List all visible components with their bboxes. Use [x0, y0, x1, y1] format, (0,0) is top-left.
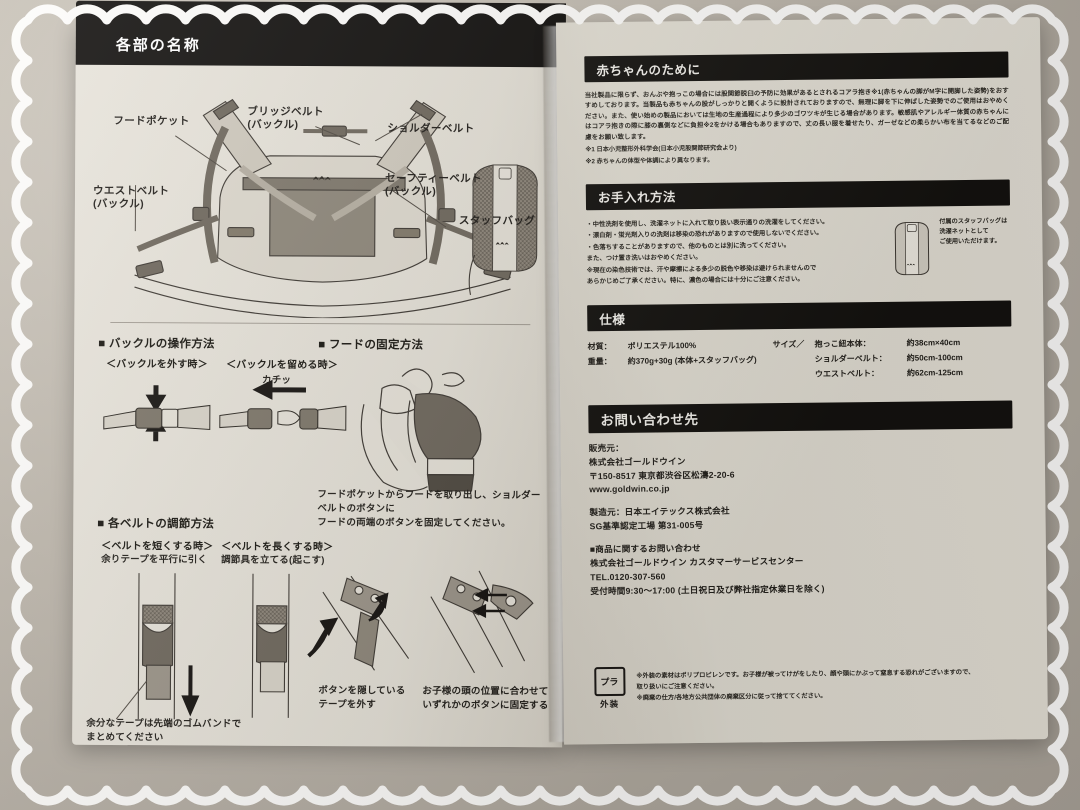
spec-size-name-2: ウエストベルト： — [814, 368, 879, 379]
care-section-title: お手入れ方法 — [597, 190, 676, 206]
belt-lengthen-subheading: ＜ベルトを長くする時＞ — [221, 541, 334, 554]
label-hood-pocket: フードポケット — [113, 114, 190, 128]
spec-weight-key: 重量： — [587, 357, 612, 367]
spec-size-name-0: 抱っこ紐本体： — [814, 339, 871, 349]
button-tape-caption: ボタンを隠している テープを外す — [318, 685, 406, 711]
spec-material-key: 材質： — [587, 342, 612, 352]
care-section-header: お手入れ方法 — [585, 179, 1011, 211]
package-section: プラ 外装 ※外装の素材はポリプロピレンです。お子様が被ってけがをしたり、顔や頭… — [591, 662, 1015, 710]
label-safety-belt: セーフティーベルト (バックル) — [384, 172, 482, 198]
spec-size-name-1: ショルダーベルト： — [814, 353, 887, 364]
hood-section-heading: フードの固定方法 — [318, 336, 423, 353]
label-waist-belt: ウエストベルト (バックル) — [92, 184, 170, 211]
left-page: 各部の名称 — [72, 0, 567, 748]
spec-size-value-0: 約38cm×40cm — [906, 338, 961, 348]
spec-size-key: サイズ／ — [772, 340, 805, 350]
carrier-diagram: フードポケット ブリッジベルト (バックル) ショルダーベルト ウエストベルト … — [74, 67, 565, 320]
spec-table: 材質： ポリエステル100% 重量： 約370g+30g (本体+スタッフバッグ… — [588, 336, 1012, 385]
spec-section-title: 仕様 — [599, 312, 626, 327]
care-bag-caption: 付属のスタッフバッグは 洗濯ネットとして ご使用いただけます。 — [939, 217, 1008, 246]
left-page-header-bar: 各部の名称 — [75, 0, 567, 68]
belt-section-heading: 各ベルトの調節方法 — [97, 515, 214, 532]
spec-section-header: 仕様 — [587, 300, 1012, 332]
spec-material-value: ポリエステル100% — [627, 341, 697, 352]
baby-section-text: 当社製品に限らず、おんぶや抱っこの場合には股関節脱臼の予防に効果があるとされるコ… — [584, 87, 1010, 141]
spec-size-value-1: 約50cm-100cm — [906, 353, 963, 363]
contact-details: 販売元： 株式会社ゴールドウイン 〒150-8517 東京都渋谷区松濤2-20-… — [589, 437, 1015, 599]
baby-note-2: ※2 赤ちゃんの体型や体調により異なります。 — [585, 157, 714, 166]
baby-section-body: 当社製品に限らず、おんぶや抱っこの場合には股関節脱臼の予防に効果があるとされるコ… — [585, 86, 1010, 143]
left-page-title: 各部の名称 — [115, 36, 201, 55]
care-item-3: ・色落ちすることがありますので、他のものとは別に洗ってください。 また、つけ置き… — [586, 241, 791, 263]
buckle-release-illustration — [103, 385, 211, 442]
label-shoulder-belt: ショルダーベルト — [387, 122, 475, 135]
button-position-illustration — [430, 570, 534, 674]
hood-illustration — [360, 368, 482, 492]
recycle-mark: プラ 外装 — [591, 666, 627, 710]
package-mark-label: 外装 — [600, 698, 620, 710]
belt-bottom-caption: 余分なテープは先端のゴムバンドで まとめてください — [86, 717, 242, 744]
button-tape-illustration — [322, 575, 410, 671]
stuff-bag-small-illustration — [894, 221, 930, 276]
belt-shorten-text: 余りテープを平行に引く — [101, 553, 208, 566]
button-position-caption: お子様の頭の位置に合わせて いずれかのボタンに固定する — [422, 685, 549, 712]
contact-section-header: お問い合わせ先 — [588, 400, 1013, 433]
label-bridge-belt: ブリッジベルト (バックル) — [247, 105, 324, 132]
label-stuff-bag: スタッフバッグ — [458, 214, 536, 228]
care-item-4: ※現在の染色技術では、汗や摩擦による多少の脱色や移染は避けられませんので あらか… — [586, 264, 817, 286]
belt-lengthen-text: 調節具を立てる(起こす) — [221, 554, 325, 567]
baby-section-header: 赤ちゃんのために — [584, 51, 1009, 83]
plastic-recycle-icon: プラ — [593, 666, 626, 697]
spec-weight-value: 約370g+30g (本体+スタッフバッグ) — [627, 355, 757, 366]
plastic-mark-glyph: プラ — [600, 676, 619, 688]
right-page: 赤ちゃんのために 当社製品に限らず、おんぶや抱っこの場合には股関節脱臼の予防に効… — [555, 17, 1049, 745]
contact-section-title: お問い合わせ先 — [600, 411, 699, 428]
booklet-spread: 各部の名称 — [57, 0, 1053, 749]
care-instructions-list: ・中性洗剤を使用し、洗濯ネットに入れて取り扱い表示通りの洗濯をしてください。 ・… — [586, 216, 881, 288]
belt-shorten-subheading: ＜ベルトを短くする時＞ — [101, 540, 214, 553]
package-notes: ※外装の素材はポリプロピレンです。お子様が被ってけがをしたり、顔や頭にかぶって窒… — [636, 668, 975, 702]
hood-caption: フードポケットからフードを取り出し、ショルダーベルトのボタンに フードの両端のボ… — [317, 489, 541, 529]
buckle-section-heading: バックルの操作方法 — [98, 335, 215, 352]
section-divider — [110, 321, 531, 326]
baby-section-title: 赤ちゃんのために — [596, 62, 701, 78]
spec-size-value-2: 約62cm-125cm — [906, 367, 964, 378]
belt-shorten-illustration — [115, 573, 200, 720]
